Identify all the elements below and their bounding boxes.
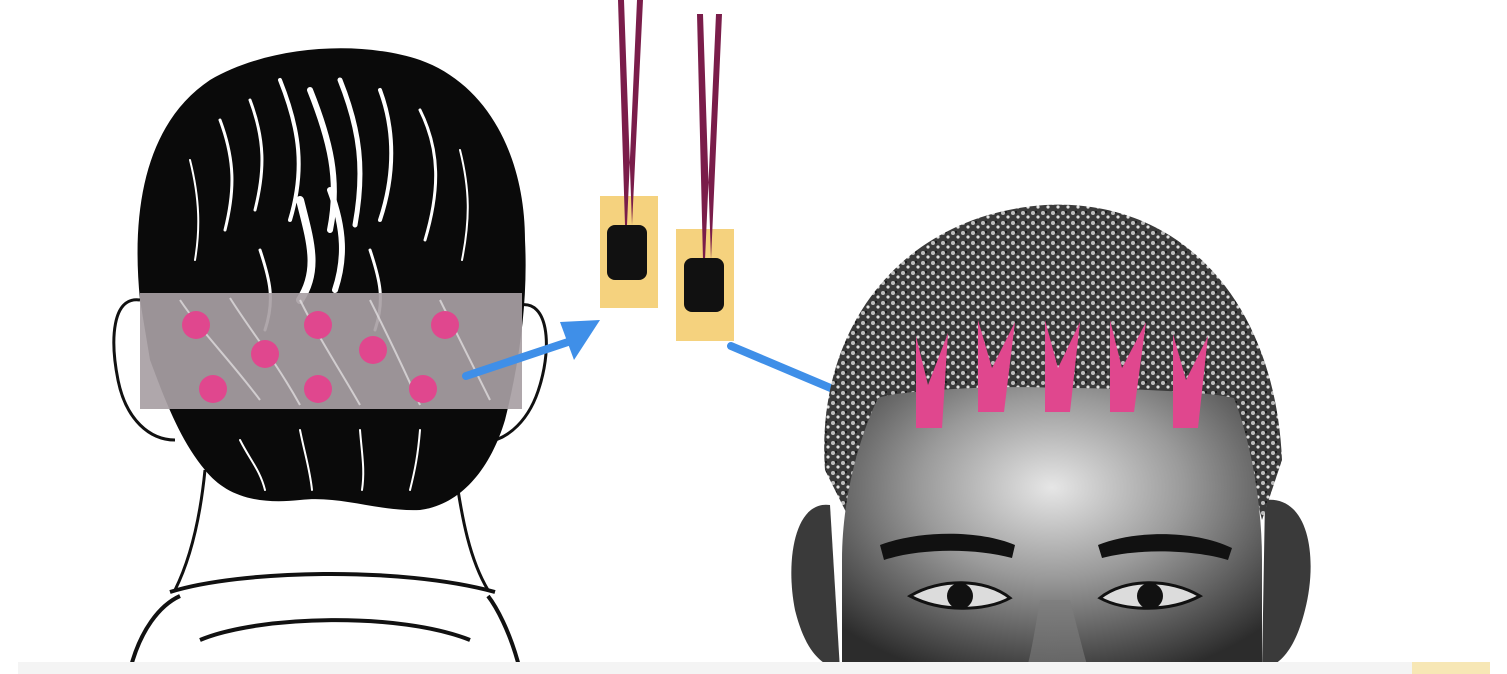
follicular-unit-1 bbox=[600, 0, 658, 308]
donor-graft-dot bbox=[409, 375, 437, 403]
follicle-bulb bbox=[607, 225, 647, 280]
donor-graft-dot bbox=[199, 375, 227, 403]
bottom-strip bbox=[18, 662, 1490, 674]
recipient-head-photo bbox=[791, 205, 1310, 674]
shirt-collar bbox=[130, 574, 520, 670]
donor-graft-dot bbox=[431, 311, 459, 339]
donor-graft-dot bbox=[251, 340, 279, 368]
follicular-unit-2 bbox=[676, 14, 734, 341]
right-ear bbox=[1262, 500, 1311, 670]
donor-graft-dot bbox=[304, 375, 332, 403]
corner-tab bbox=[1412, 662, 1490, 674]
hair-strands bbox=[697, 14, 722, 260]
donor-graft-dot bbox=[182, 311, 210, 339]
donor-graft-dot bbox=[359, 336, 387, 364]
back-of-head-illustration bbox=[114, 48, 546, 670]
hair-strands bbox=[618, 0, 643, 225]
left-ear bbox=[791, 505, 840, 670]
hair-mass bbox=[138, 48, 526, 510]
donor-graft-dot bbox=[304, 311, 332, 339]
follicle-bulb bbox=[684, 258, 724, 312]
